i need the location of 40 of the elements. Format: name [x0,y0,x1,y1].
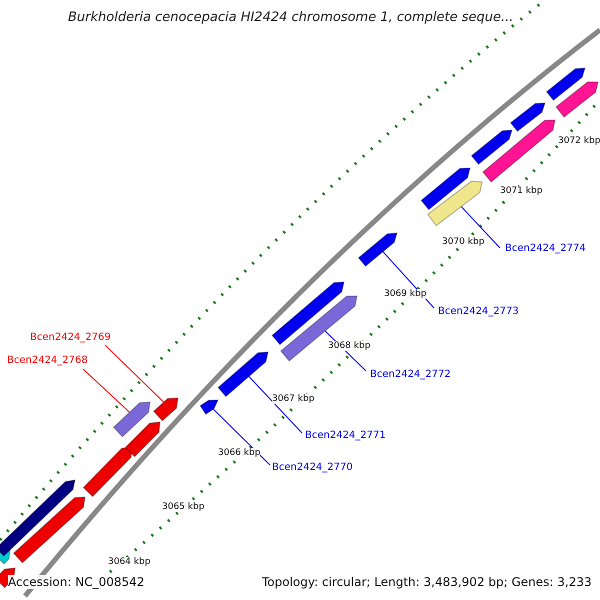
leader-line [460,206,500,248]
gene-bar [427,180,483,226]
gene-bar [470,129,513,165]
gene-label: Bcen2424_2771 [305,430,386,441]
scale-label: 3064 kbp [108,557,150,567]
scale-label: 3071 kbp [500,186,542,196]
gene-bar [555,81,599,118]
gene-bar [358,232,398,267]
gene-bar [82,446,133,498]
gene-label: Bcen2424_2774 [505,243,586,254]
gene-label: Bcen2424_2770 [272,462,353,473]
gene-bar [12,496,86,564]
scale-label: 3067 kbp [272,394,314,404]
footer-text: Topology: circular; Length: 3,483,902 bp; Genes: 3,233 [262,575,592,589]
scale-label: 3072 kbp [558,136,600,146]
leader-line [248,376,302,434]
gene-bar [200,399,219,415]
scale-label: 3068 kbp [328,341,370,351]
gene-bar [217,351,269,398]
gene-bar [510,102,546,132]
leader-line [212,408,270,466]
gene-bar [420,167,471,210]
gene-bar [124,421,161,458]
leader-line [104,344,164,403]
footer-text: Accession: NC_008542 [8,575,144,589]
gene-bar [546,67,586,101]
gene-bar [482,119,556,183]
scale-label: 3070 kbp [442,237,484,247]
scale-label: 3066 kbp [218,448,260,458]
scale-label: 3065 kbp [162,502,204,512]
gene-label: Bcen2424_2773 [438,306,519,317]
leader-line [82,368,130,413]
gene-bar [153,397,179,422]
gene-bar [112,401,151,438]
gene-label: Bcen2424_2772 [370,369,451,380]
scale-label: 3069 kbp [384,289,426,299]
gene-label: Bcen2424_2768 [7,355,88,366]
gene-bar [0,479,76,557]
gene-label: Bcen2424_2769 [30,332,111,343]
map-title: Burkholderia cenocepacia HI2424 chromosome 1, complete seque... [68,10,514,25]
